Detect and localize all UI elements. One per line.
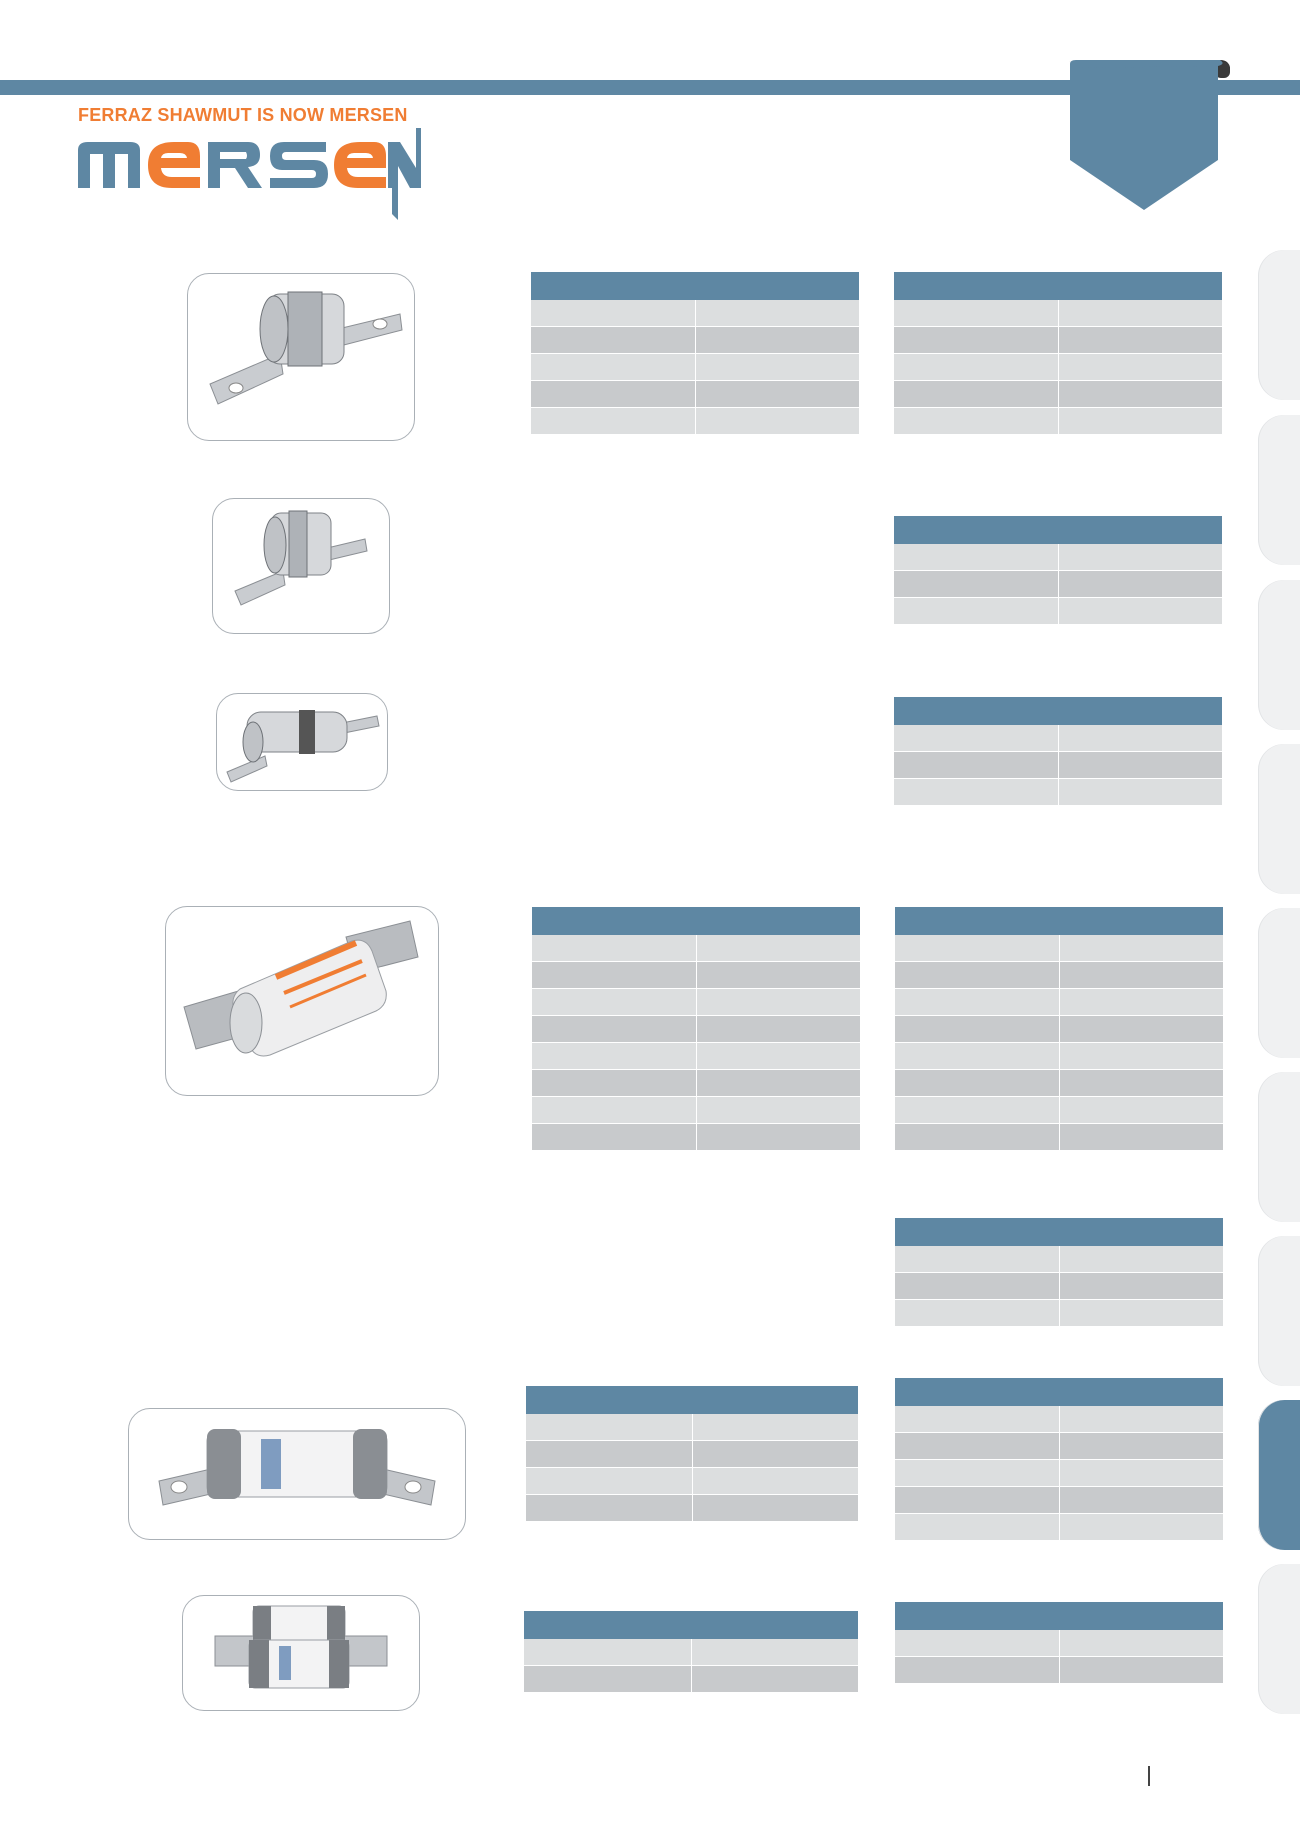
section-tab-3[interactable] [1258,580,1300,730]
spec-table-4-right [895,907,1223,1151]
table-row [894,354,1222,381]
table-row [531,354,859,381]
bookmark-ribbon [1068,60,1230,210]
table-row [531,327,859,354]
fuse-photo-2 [212,498,390,634]
fuse-photo-4 [165,906,439,1096]
table-row [531,300,859,327]
table-row [895,989,1223,1016]
section-tab-6[interactable] [1258,1072,1300,1222]
spec-table-4-left [532,907,860,1151]
table-row [894,381,1222,408]
table-row [532,935,860,962]
table-row [895,1097,1223,1124]
table-row [526,1441,858,1468]
bolted-fuse-icon [209,291,403,405]
table-row [895,1487,1223,1514]
table-header [895,1602,1223,1630]
table-row [524,1639,858,1666]
table-row [895,1300,1223,1327]
header-bar [0,80,1300,95]
section-tab-5[interactable] [1258,908,1300,1058]
table-header [895,907,1223,935]
table-row [894,327,1222,354]
table-row [524,1666,858,1693]
bolted-fuse-icon [183,920,419,1057]
table-row [532,1070,860,1097]
table-row [531,408,859,435]
table-header [894,272,1222,300]
table-row [532,962,860,989]
table-row [895,1514,1223,1541]
table-row [532,1124,860,1151]
table-header [532,907,860,935]
table-row [895,1433,1223,1460]
table-row [895,1043,1223,1070]
section-tab-2[interactable] [1258,415,1300,565]
table-row [532,1016,860,1043]
table-row [532,1043,860,1070]
table-row [894,408,1222,435]
section-tab-1[interactable] [1258,250,1300,400]
table-header [895,1378,1223,1406]
table-header [526,1386,858,1414]
table-row [532,989,860,1016]
table-header [524,1611,858,1639]
rebrand-tagline: FERRAZ SHAWMUT IS NOW MERSEN [78,105,408,125]
table-row [895,1246,1223,1273]
spec-table-6-right [895,1378,1223,1541]
spec-table-3-right [894,697,1222,806]
spec-table-1-left [531,272,859,435]
table-row [895,1273,1223,1300]
spec-table-6-left [526,1386,858,1522]
table-header [531,272,859,300]
bolted-fuse-icon [158,1429,436,1506]
table-row [895,1016,1223,1043]
table-row [895,1460,1223,1487]
mersen-logo [78,128,421,220]
table-row [894,598,1222,625]
bolted-fuse-icon [234,510,368,606]
section-tab-8-active[interactable] [1258,1400,1300,1550]
table-row [895,1070,1223,1097]
table-row [894,544,1222,571]
table-row [895,935,1223,962]
spec-table-5-right [895,1218,1223,1327]
table-row [895,1657,1223,1684]
fuse-photo-5 [128,1408,466,1540]
table-row [894,779,1222,806]
page-number-mark [1148,1766,1150,1786]
table-row [894,725,1222,752]
fuse-photo-3 [216,693,388,791]
fuse-photo-1 [187,273,415,441]
spec-table-7-left [524,1611,858,1693]
table-header [894,516,1222,544]
table-row [526,1468,858,1495]
table-row [894,571,1222,598]
fuse-photo-6 [182,1595,420,1711]
section-tab-4[interactable] [1258,744,1300,894]
table-row [526,1495,858,1522]
table-header [895,1218,1223,1246]
section-tab-7[interactable] [1258,1236,1300,1386]
table-row [895,962,1223,989]
spec-table-7-right [895,1602,1223,1684]
section-tab-9[interactable] [1258,1564,1300,1714]
table-row [532,1097,860,1124]
table-row [894,300,1222,327]
table-row [895,1406,1223,1433]
bolted-fuse-icon [214,1605,388,1689]
table-row [531,381,859,408]
table-header [894,697,1222,725]
table-row [894,752,1222,779]
spec-table-1-right [894,272,1222,435]
bolted-fuse-icon [226,710,380,783]
table-row [526,1414,858,1441]
table-row [895,1124,1223,1151]
spec-table-2-right [894,516,1222,625]
table-row [895,1630,1223,1657]
